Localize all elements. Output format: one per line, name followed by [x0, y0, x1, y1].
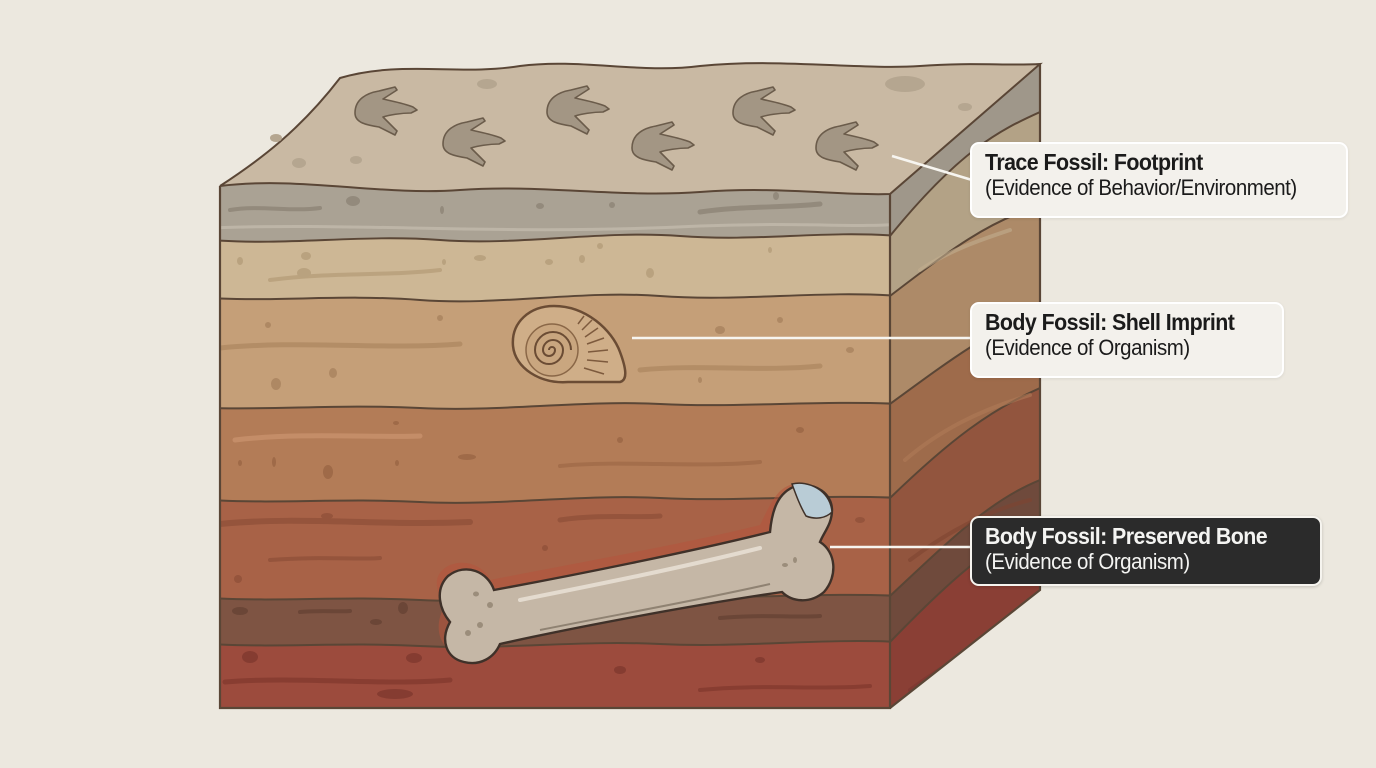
label-subtitle: (Evidence of Organism): [985, 334, 1190, 360]
label-title: Trace Fossil: Footprint: [985, 149, 1203, 175]
bone-fossil-icon: [436, 482, 835, 665]
footprint-icon: [354, 85, 879, 171]
label-body-fossil-preserved-bone: Body Fossil: Preserved Bone (Evidence of…: [970, 516, 1322, 586]
layer-red: [220, 641, 890, 709]
label-title: Body Fossil: Preserved Bone: [985, 523, 1268, 549]
label-title: Body Fossil: Shell Imprint: [985, 309, 1235, 335]
leader-lines: [632, 154, 973, 549]
label-body-fossil-shell-imprint: Body Fossil: Shell Imprint (Evidence of …: [970, 302, 1284, 378]
label-subtitle: (Evidence of Organism): [985, 548, 1190, 574]
label-trace-fossil-footprint: Trace Fossil: Footprint (Evidence of Beh…: [970, 142, 1348, 218]
front-face: [220, 183, 890, 709]
label-subtitle: (Evidence of Behavior/Environment): [985, 174, 1297, 200]
layer-beige: [220, 234, 890, 302]
shell-imprint-icon: [511, 304, 627, 384]
block-outline: [218, 64, 1042, 710]
layer-brown: [220, 402, 890, 503]
